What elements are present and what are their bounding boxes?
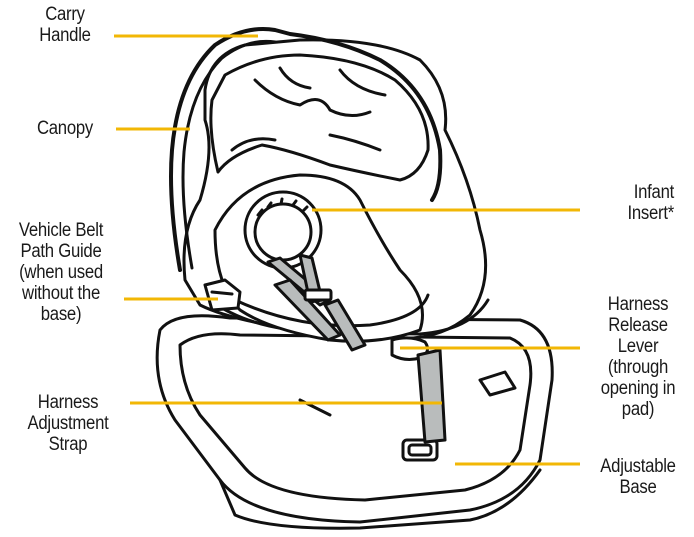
label-harness-release-lever: Harness Release Lever (through opening i… — [590, 294, 687, 420]
label-canopy: Canopy — [25, 118, 104, 139]
label-adjustable-base: Adjustable Base — [590, 456, 687, 498]
label-harness-adjustment-strap: Harness Adjustment Strap — [19, 392, 118, 455]
label-carry-handle: Carry Handle — [25, 4, 104, 46]
label-infant-insert: Infant Insert* — [600, 182, 674, 224]
chest-clip — [305, 290, 331, 300]
label-vehicle-belt-path-guide: Vehicle Belt Path Guide (when used witho… — [9, 220, 113, 325]
